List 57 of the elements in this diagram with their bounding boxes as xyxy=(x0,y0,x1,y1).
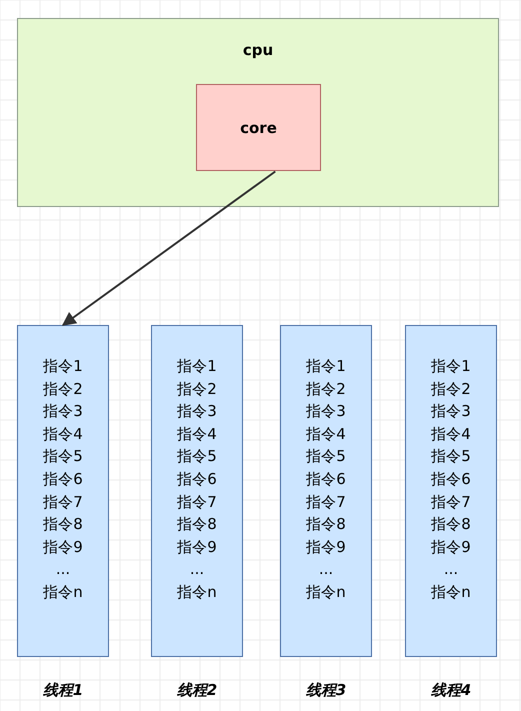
instruction-text: 指令2 xyxy=(430,380,472,398)
instruction-text: 指令7 xyxy=(42,492,84,511)
instruction-text: 指令5 xyxy=(430,447,472,466)
instruction-text: 指令9 xyxy=(430,538,472,556)
instruction-text: ... xyxy=(442,560,460,578)
instruction-text: 指令9 xyxy=(305,538,347,556)
instruction-text: 指令1 xyxy=(176,357,218,375)
thread-column xyxy=(151,325,243,657)
instruction-text: 指令8 xyxy=(42,515,84,534)
instruction-text: ... xyxy=(54,560,72,578)
instruction-text: 指令4 xyxy=(176,424,218,443)
thread-label: 线程3 xyxy=(304,681,348,700)
instruction-text: 指令3 xyxy=(430,402,472,420)
instruction-text: 指令1 xyxy=(42,357,84,375)
instruction-text: 指令9 xyxy=(176,538,218,556)
thread-label: 线程4 xyxy=(430,681,472,700)
arrow xyxy=(62,170,276,326)
instruction-text: 指令5 xyxy=(176,447,218,466)
instruction-text: 指令4 xyxy=(305,424,347,443)
instruction-text: 指令9 xyxy=(42,538,84,556)
instruction-text: 指令4 xyxy=(430,424,472,443)
thread-column xyxy=(280,325,372,657)
core-box xyxy=(196,84,321,171)
instruction-text: 指令8 xyxy=(176,515,218,534)
instruction-text: 指令7 xyxy=(430,492,472,511)
thread-label: 线程2 xyxy=(176,681,218,700)
instruction-text: 指令n xyxy=(430,583,472,601)
instruction-text: 指令6 xyxy=(42,470,84,488)
instruction-text: 指令n xyxy=(176,583,218,601)
instruction-text: 指令6 xyxy=(305,470,347,488)
instruction-text: 指令3 xyxy=(176,402,218,420)
instruction-text: 指令n xyxy=(305,583,347,601)
instruction-text: ... xyxy=(318,560,334,578)
instruction-text: 指令6 xyxy=(176,470,218,488)
instruction-text: 指令4 xyxy=(42,424,84,443)
instruction-text: 指令5 xyxy=(305,447,347,466)
thread-column xyxy=(405,325,497,657)
instruction-text: 指令2 xyxy=(176,380,218,398)
instruction-text: 指令2 xyxy=(42,380,84,398)
instruction-text: 指令3 xyxy=(42,402,84,420)
thread-label: 线程1 xyxy=(42,681,84,700)
thread-column xyxy=(17,325,109,657)
box-label: cpu xyxy=(242,41,274,59)
instruction-text: 指令n xyxy=(42,583,84,601)
cpu-box xyxy=(17,18,499,207)
instruction-text: 指令8 xyxy=(305,515,347,534)
instruction-text: 指令7 xyxy=(176,492,218,511)
instruction-text: 指令3 xyxy=(305,402,347,420)
instruction-text: 指令7 xyxy=(305,492,347,511)
box-label: core xyxy=(239,119,278,137)
instruction-text: 指令8 xyxy=(430,515,472,534)
instruction-text: 指令5 xyxy=(42,447,84,466)
instruction-text: 指令1 xyxy=(305,357,347,375)
instruction-text: 指令2 xyxy=(305,380,347,398)
instruction-text: ... xyxy=(188,560,206,578)
instruction-text: 指令6 xyxy=(430,470,472,488)
instruction-text: 指令1 xyxy=(430,357,472,375)
